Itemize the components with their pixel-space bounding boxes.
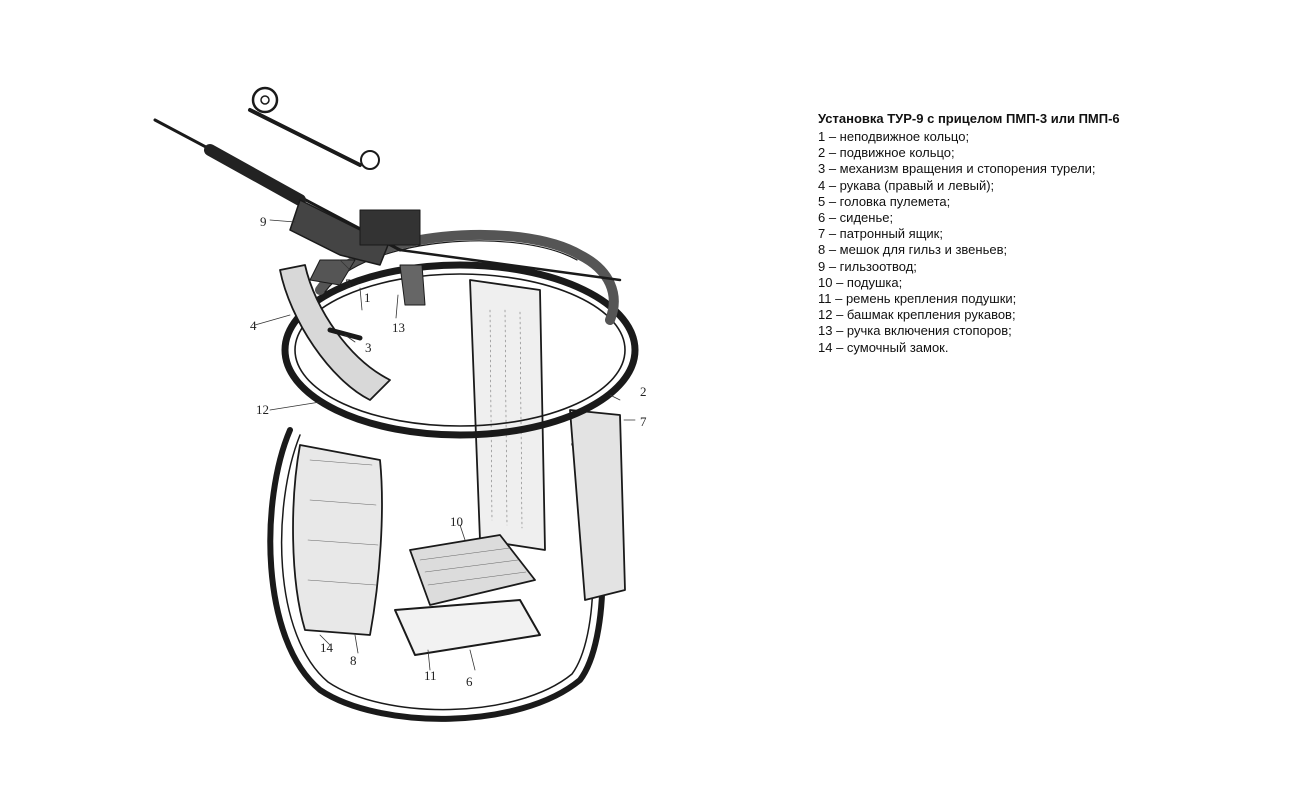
legend-item: 3 – механизм вращения и стопорения турел… <box>818 161 1096 177</box>
callout-2: 2 <box>640 384 647 399</box>
callout-8: 8 <box>350 653 357 668</box>
callout-6: 6 <box>466 674 473 689</box>
legend-item: 7 – патронный ящик; <box>818 226 943 242</box>
callout-14: 14 <box>320 640 334 655</box>
legend-item: 1 – неподвижное кольцо; <box>818 129 970 144</box>
legend-item: 12 – башмак крепления рукавов; <box>818 307 1016 323</box>
legend-item: 4 – рукава (правый и левый); <box>818 177 995 193</box>
legend-title: Установка ТУР-9 с прицелом ПМП-3 или ПМП… <box>818 111 1120 126</box>
back-plate <box>469 279 546 551</box>
traverse-mechanism <box>327 327 363 341</box>
legend-item: 2 – подвижное кольцо; <box>818 145 955 161</box>
legend-item: 5 – головка пулемета; <box>818 193 951 209</box>
callout-3: 3 <box>365 340 372 355</box>
movable-ring <box>294 273 626 427</box>
callout-12: 12 <box>256 402 269 417</box>
callout-7: 7 <box>640 414 647 429</box>
legend-item: 13 – ручка включения стопоров; <box>818 323 1012 339</box>
seat <box>394 599 541 656</box>
callout-1: 1 <box>364 290 371 305</box>
legend-item: 10 – подушка; <box>818 274 903 290</box>
parts-legend: Установка ТУР-9 с прицелом ПМП-3 или ПМП… <box>818 110 1278 356</box>
callout-4: 4 <box>250 318 257 333</box>
legend-item: 6 – сиденье; <box>818 210 894 226</box>
callout-9: 9 <box>260 214 267 229</box>
legend-item: 8 – мешок для гильз и звеньев; <box>818 242 1008 258</box>
ammo-box <box>569 409 626 601</box>
turret-drawing: 1 2 3 4 5 6 7 8 9 10 11 12 13 14 <box>153 86 647 722</box>
callout-13: 13 <box>392 320 405 335</box>
callout-5: 5 <box>345 276 352 291</box>
legend-item: 9 – гильзоотвод; <box>818 258 917 274</box>
cartridge-bag <box>292 444 383 636</box>
cushion <box>409 534 536 606</box>
machine-gun <box>153 86 622 306</box>
turret-illustration: 1 2 3 4 5 6 7 8 9 10 11 12 13 14 <box>140 80 670 745</box>
legend-item: 14 – сумочный замок. <box>818 339 949 355</box>
fixed-ring <box>281 261 639 439</box>
callout-10: 10 <box>450 514 463 529</box>
callout-11: 11 <box>424 668 437 683</box>
legend-list: 1 – неподвижное кольцо; 2 – подвижное ко… <box>818 129 1278 356</box>
legend-item: 11 – ремень крепления подушки; <box>818 291 1017 307</box>
